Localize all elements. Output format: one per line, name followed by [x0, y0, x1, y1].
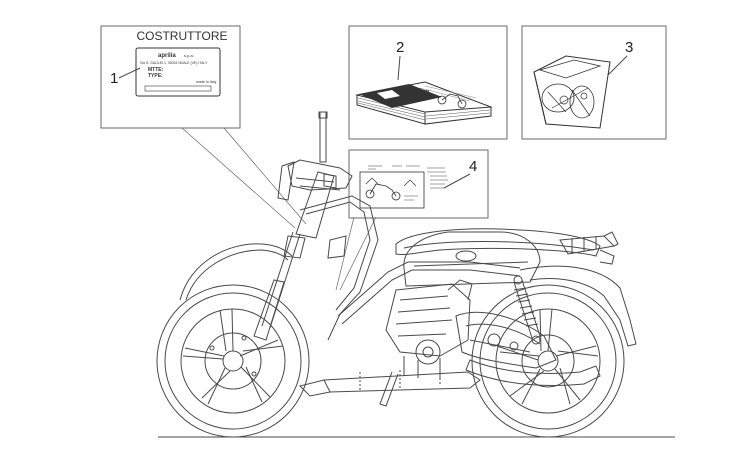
plate-brand-suffix: s.p.a.: [184, 53, 194, 58]
front-mudguard: [179, 243, 293, 301]
callout-3: 3: [625, 39, 633, 56]
plate-mtte: MTTE:: [148, 67, 164, 73]
transmission-case: [455, 312, 557, 369]
panel-1-title: COSTRUTTORE: [136, 29, 227, 43]
leader-panel4-a: [335, 216, 355, 291]
panel-1-manufacturer-plate: COSTRUTTORE aprilia s.p.a. Via G. GALILE…: [100, 25, 241, 129]
front-fork: [253, 231, 306, 341]
rear-rack: [559, 231, 619, 255]
frame-tube: [337, 261, 521, 317]
plate-made-in: made in Italy: [196, 80, 217, 84]
body-panel: [403, 231, 541, 287]
callout-2-leader: [397, 55, 401, 81]
decal-icon: [359, 165, 448, 209]
panel-3-tool-kit: 3: [521, 25, 667, 140]
leader-panel1-b: [223, 127, 307, 225]
floorboard: [323, 371, 481, 393]
plate-address: Via G. GALILEI 1, 30033 NOALE (VE) ITALY: [140, 61, 208, 65]
seat: [395, 228, 601, 257]
mirror-stem: [319, 111, 327, 163]
side-stand: [379, 371, 399, 407]
leader-panel4-b: [339, 216, 377, 291]
plate-barcode-field: [144, 85, 212, 92]
scooter-drawing: [156, 111, 675, 438]
engine: [385, 279, 557, 378]
handlebar: [277, 111, 353, 239]
rear-mudguard: [519, 265, 637, 347]
exhaust: [465, 359, 601, 386]
id-plate: [135, 47, 221, 97]
panel-4-info-decal: 4: [348, 149, 489, 219]
callout-3-leader: [606, 55, 628, 77]
callout-2: 2: [396, 39, 404, 56]
plate-type: TYPE:: [148, 73, 163, 79]
panel-leader-lines: [181, 127, 377, 291]
callout-4-leader: [443, 173, 471, 189]
manual-book-icon: [355, 81, 493, 125]
callout-1-leader: [118, 67, 141, 79]
tool-bag-icon: [533, 55, 611, 129]
leader-panel1-a: [181, 127, 296, 229]
callout-4: 4: [469, 158, 477, 175]
rear-shock: [513, 275, 541, 345]
panel-2-owners-manual: 2: [348, 25, 508, 140]
front-wheel: [156, 284, 310, 438]
plate-brand: aprilia: [158, 53, 176, 59]
callout-1: 1: [110, 70, 118, 87]
